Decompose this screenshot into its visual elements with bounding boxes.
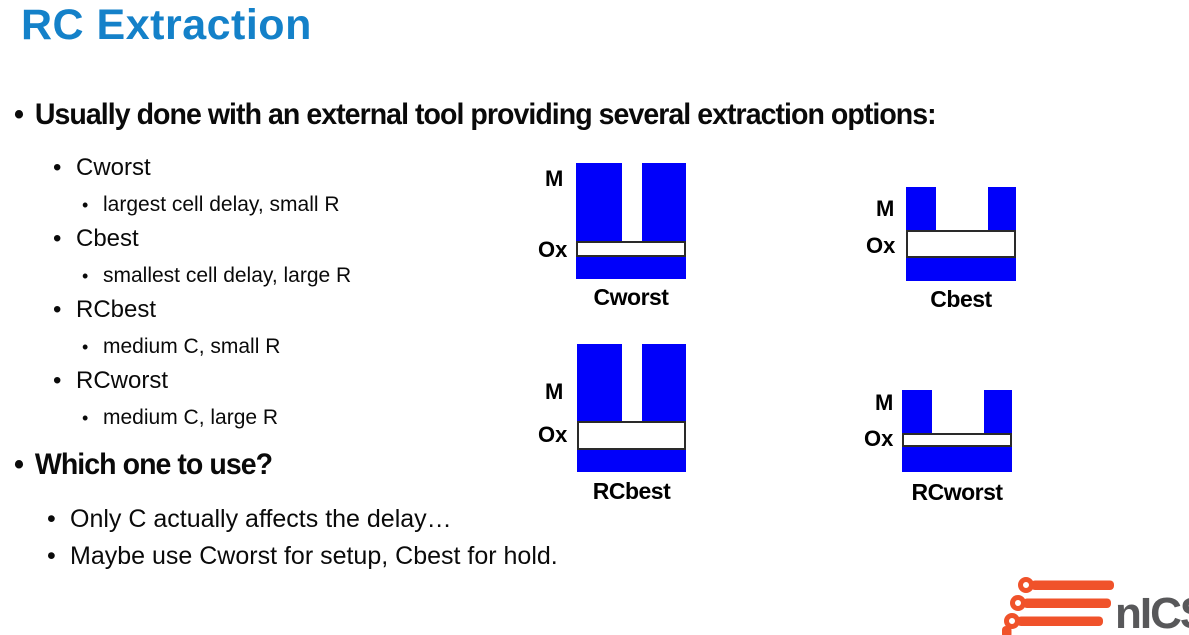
oxide-layer [576, 241, 686, 257]
diagram-caption: Cworst [593, 284, 669, 310]
bullet-option-cworst-detail: largest cell delay, small R [82, 193, 340, 217]
metal-bar-left [577, 344, 622, 421]
layer-stack [906, 187, 1016, 281]
diagram-cworst: M Ox Cworst [534, 160, 754, 320]
metal-bar-left [906, 187, 936, 230]
metal-label: M [876, 196, 895, 221]
oxide-layer [577, 421, 686, 450]
metal-bar-right [642, 344, 686, 421]
bullet-option-cbest-detail: smallest cell delay, large R [82, 264, 351, 288]
diagram-rcworst: M Ox RCworst [860, 386, 1080, 526]
bullet-option-cworst: Cworst [53, 154, 151, 182]
diagram-caption: Cbest [930, 286, 992, 312]
enics-logo: nICS [1002, 574, 1189, 635]
metal-bar-right [642, 163, 686, 241]
bullet-answer-1: Only C actually affects the delay… [47, 505, 452, 534]
oxide-label: Ox [538, 237, 568, 262]
layer-stack [576, 163, 686, 279]
diagram-cbest: M Ox Cbest [864, 183, 1084, 333]
metal-label: M [875, 390, 894, 415]
bottom-metal-layer [576, 257, 686, 279]
oxide-layer [902, 433, 1012, 447]
bullet-option-rcbest: RCbest [53, 296, 156, 324]
metal-bar-left [902, 390, 932, 433]
bottom-metal-layer [902, 447, 1012, 472]
metal-bar-right [984, 390, 1012, 433]
bullet-main: Usually done with an external tool provi… [14, 98, 937, 132]
diagram-caption: RCworst [911, 479, 1003, 505]
metal-gap [936, 187, 988, 230]
metal-bar-left [576, 163, 622, 241]
oxide-layer [906, 230, 1016, 258]
bullet-option-rcworst: RCworst [53, 367, 168, 395]
slide-title: RC Extraction [21, 1, 312, 49]
metal-label: M [545, 379, 564, 404]
bottom-metal-layer [906, 258, 1016, 281]
circuit-e-icon: nICS [1002, 577, 1189, 635]
metal-bar-right [988, 187, 1016, 230]
layer-stack [577, 344, 686, 472]
oxide-label: Ox [538, 422, 568, 447]
logo-letters: nICS [1115, 589, 1189, 635]
oxide-label: Ox [864, 426, 894, 451]
bullet-option-rcworst-detail: medium C, large R [82, 406, 278, 430]
metal-gap [622, 344, 642, 421]
diagram-rcbest: M Ox RCbest [535, 341, 755, 511]
bullet-answer-2: Maybe use Cworst for setup, Cbest for ho… [47, 542, 558, 571]
metal-gap [932, 390, 984, 433]
diagram-caption: RCbest [592, 478, 671, 504]
bullet-option-rcbest-detail: medium C, small R [82, 335, 280, 359]
layer-stack [902, 390, 1012, 472]
metal-gap [622, 163, 642, 241]
bottom-metal-layer [577, 450, 686, 472]
oxide-label: Ox [866, 233, 896, 258]
bullet-option-cbest: Cbest [53, 225, 139, 253]
metal-label: M [545, 166, 564, 191]
bullet-question: Which one to use? [14, 448, 273, 482]
